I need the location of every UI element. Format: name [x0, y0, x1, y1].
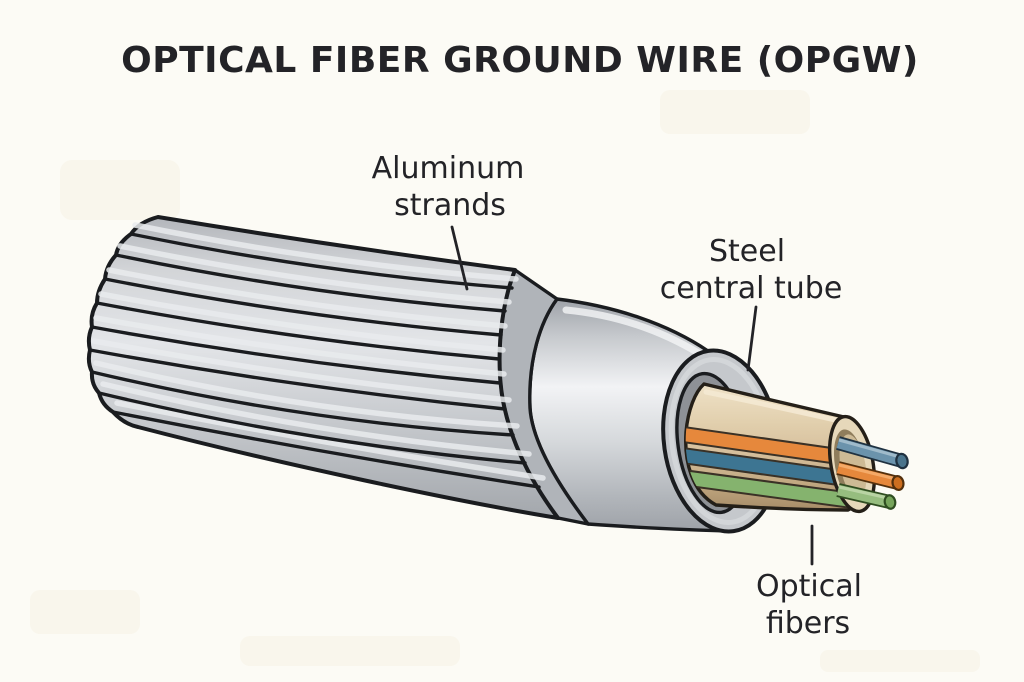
label-aluminum-strands-line2: strands — [394, 188, 506, 223]
tube-stripe-orange — [685, 427, 857, 466]
diagram-title: OPTICAL FIBER GROUND WIRE (OPGW) — [121, 40, 919, 81]
label-optical-fibers: Optical fibers — [756, 569, 862, 641]
tube-stripe-green — [685, 470, 857, 508]
tube-top-highlight — [703, 389, 843, 424]
optical-fiber-orange — [836, 461, 905, 492]
label-aluminum-strands: Aluminum strands — [372, 151, 525, 223]
leader-line-steel-central-tube — [746, 305, 758, 372]
label-steel-central-tube-line1: Steel — [709, 234, 785, 269]
leader-line-aluminum-strands — [450, 225, 469, 291]
optical-fiber-blue — [836, 436, 909, 470]
tube-fiber-stripes — [685, 425, 858, 510]
label-steel-central-tube-line2: central tube — [660, 271, 843, 306]
label-aluminum-strands-line1: Aluminum — [372, 151, 525, 186]
fiber-blue-end-cap — [895, 452, 909, 470]
fiber-green-end-cap — [883, 494, 897, 510]
tube-stripe-blue — [685, 448, 857, 487]
fiber-orange-end-cap — [891, 474, 905, 492]
cable-illustration — [86, 215, 909, 534]
optical-fiber-green — [836, 483, 897, 510]
label-optical-fibers-line2: fibers — [766, 606, 850, 641]
collar-top-highlight — [562, 306, 704, 358]
label-steel-central-tube: Steel central tube — [660, 234, 843, 306]
background-texture — [30, 90, 980, 672]
label-optical-fibers-line1: Optical — [756, 569, 862, 604]
